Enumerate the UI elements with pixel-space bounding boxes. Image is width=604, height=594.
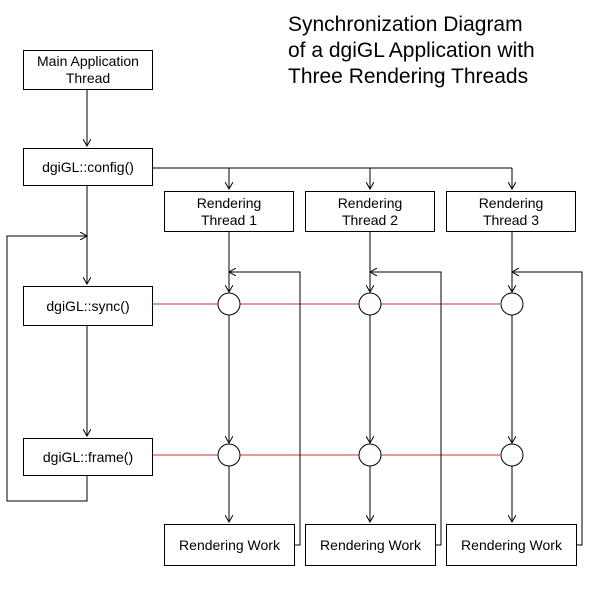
config-call-label: dgiGL::config() (42, 158, 134, 175)
rendering-work-3-label: Rendering Work (461, 536, 562, 553)
thread-3-loop-back (512, 272, 583, 546)
sync-call-label: dgiGL::sync() (46, 297, 130, 314)
thread-3-label-2: Thread 3 (482, 211, 540, 228)
rendering-thread-1-box: Rendering Thread 1 (164, 191, 294, 232)
sync-call-box: dgiGL::sync() (23, 286, 153, 326)
thread-1-loop-back (229, 272, 301, 546)
frame-call-label: dgiGL::frame() (42, 448, 134, 465)
thread-2-loop-back (370, 272, 442, 546)
rendering-work-1-label: Rendering Work (179, 536, 280, 553)
config-call-box: dgiGL::config() (23, 148, 153, 186)
thread-2-sync-node (358, 292, 382, 316)
thread-1-label-2: Thread 1 (200, 211, 258, 228)
main-thread-label-1: Main Application (37, 53, 139, 69)
frame-call-box: dgiGL::frame() (23, 438, 153, 476)
rendering-thread-3-box: Rendering Thread 3 (446, 191, 576, 232)
title-line-2: of a dgiGL Application with (288, 39, 535, 62)
rendering-work-2-label: Rendering Work (320, 536, 421, 553)
diagram-title: Synchronization Diagram of a dgiGL Appli… (288, 12, 598, 90)
thread-3-label-1: Rendering (478, 194, 544, 211)
thread-1-label-1: Rendering (196, 194, 262, 211)
thread-3-frame-node (500, 443, 524, 467)
thread-2-frame-node (358, 443, 382, 467)
rendering-work-1-box: Rendering Work (164, 524, 295, 566)
thread-1-frame-node (217, 443, 241, 467)
rendering-work-2-box: Rendering Work (305, 524, 436, 566)
thread-1-sync-node (217, 292, 241, 316)
main-loop-back (6, 236, 87, 502)
thread-2-label-1: Rendering (337, 194, 403, 211)
rendering-thread-2-box: Rendering Thread 2 (305, 191, 435, 232)
title-line-1: Synchronization Diagram (288, 13, 523, 36)
main-application-thread-box: Main Application Thread (23, 50, 153, 90)
thread-3-sync-node (500, 292, 524, 316)
main-thread-label-2: Thread (65, 70, 111, 86)
rendering-work-3-box: Rendering Work (446, 524, 577, 566)
title-line-3: Three Rendering Threads (288, 65, 529, 88)
thread-2-label-2: Thread 2 (341, 211, 399, 228)
